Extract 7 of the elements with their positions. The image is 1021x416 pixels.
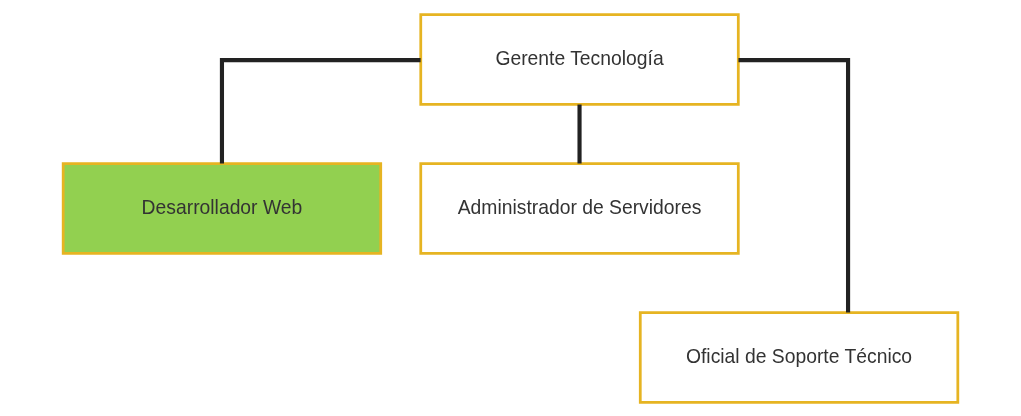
node-box: Gerente Tecnología <box>419 12 740 106</box>
connector <box>738 57 851 312</box>
node-box: Administrador de Servidores <box>419 161 740 255</box>
connector <box>219 57 421 164</box>
node-box: Desarrollador Web <box>61 161 383 255</box>
connector <box>577 104 582 163</box>
node-box: Oficial de Soporte Técnico <box>638 310 960 404</box>
